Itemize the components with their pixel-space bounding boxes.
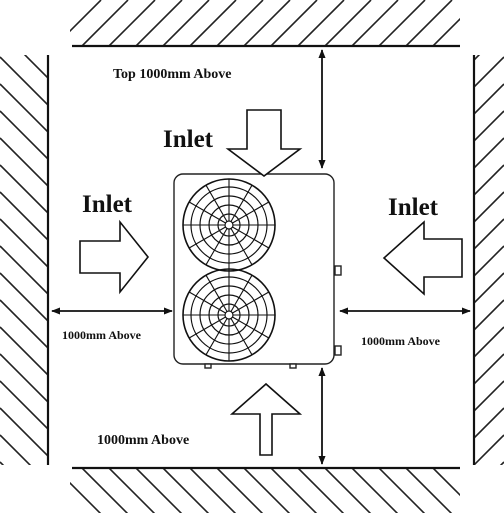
right-clearance-label: 1000mm Above: [361, 334, 441, 348]
left-clearance-label: 1000mm Above: [62, 328, 142, 342]
inlet-arrow-top: [225, 109, 303, 177]
outdoor-unit: [173, 173, 342, 369]
inlet-label-right: Inlet: [388, 194, 439, 221]
bottom-clearance-label: 1000mm Above: [97, 433, 189, 448]
unit-foot-left: [204, 363, 212, 369]
inlet-arrow-left: [79, 219, 150, 295]
right-wall: [472, 55, 504, 465]
unit-foot-right: [289, 363, 297, 369]
inlet-arrow-right: [382, 220, 463, 296]
left-wall: [0, 55, 50, 465]
top-clearance-label: Top 1000mm Above: [113, 67, 232, 82]
top-wall: [70, 0, 460, 48]
fan-icon: [182, 268, 276, 362]
pipe-connector-lower: [334, 345, 342, 356]
inlet-label-left: Inlet: [82, 191, 133, 218]
inlet-label-top: Inlet: [163, 126, 214, 153]
inlet-arrow-bottom: [229, 382, 303, 456]
pipe-connector-upper: [334, 265, 342, 276]
bottom-wall: [70, 466, 460, 513]
fan-icon: [182, 178, 276, 272]
